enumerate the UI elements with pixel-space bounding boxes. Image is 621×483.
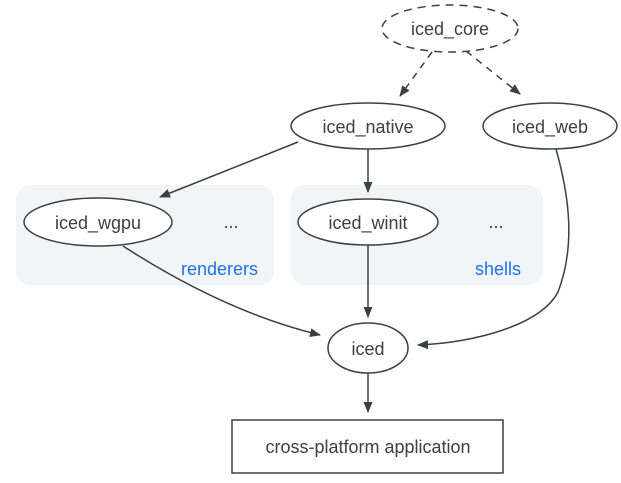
node-iced bbox=[327, 322, 409, 374]
node-label-iced_core: iced_core bbox=[411, 19, 489, 40]
node-label-iced_winit: iced_winit bbox=[328, 213, 407, 234]
edge-iced_native-iced_wgpu bbox=[159, 141, 299, 198]
node-cross-platform-application bbox=[231, 419, 504, 474]
node-label-iced_web: iced_web bbox=[512, 117, 588, 138]
node-label-iced: iced bbox=[351, 339, 384, 359]
edge-iced_wgpu-iced bbox=[122, 245, 321, 338]
node-iced_native bbox=[290, 102, 446, 150]
node-label-iced_wgpu: iced_wgpu bbox=[55, 213, 141, 234]
edge-iced_core-iced_native bbox=[399, 51, 433, 97]
renderers-ellipsis: ... bbox=[223, 212, 238, 232]
node-iced_wgpu bbox=[23, 197, 173, 247]
node-iced_core bbox=[381, 4, 519, 53]
group-label-renderers: renderers bbox=[181, 259, 258, 279]
node-iced_winit bbox=[297, 198, 439, 246]
node-label-cross-platform-application: cross-platform application bbox=[265, 437, 470, 457]
node-label-iced_native: iced_native bbox=[322, 117, 413, 138]
edge-iced_web-iced bbox=[417, 148, 570, 350]
edge-iced_core-iced_web bbox=[465, 50, 521, 95]
shells-ellipsis: ... bbox=[488, 212, 503, 232]
group-label-shells: shells bbox=[475, 259, 521, 279]
node-iced_web bbox=[482, 102, 618, 150]
